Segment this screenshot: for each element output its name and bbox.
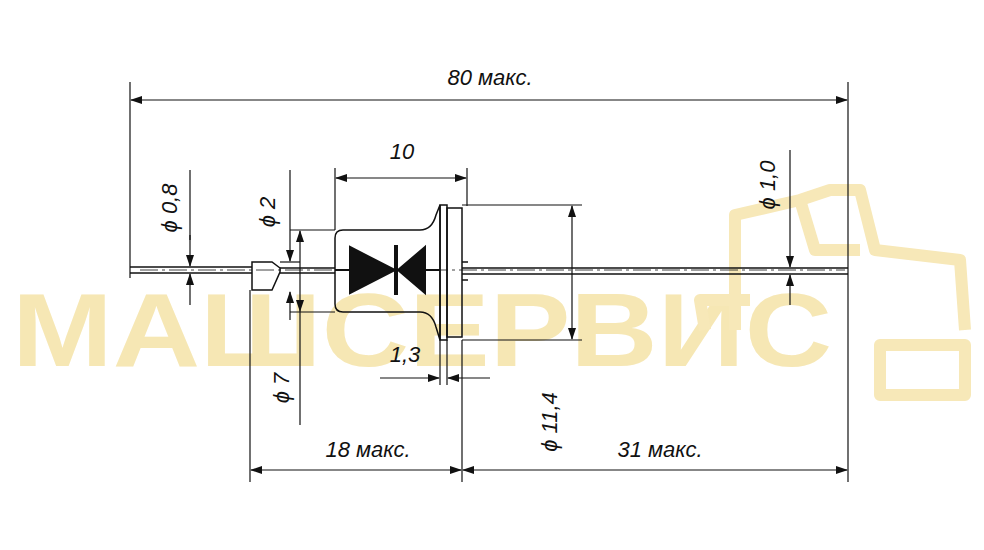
dimension-text: ϕ 7: [271, 373, 293, 404]
dimension-text: ϕ 2: [257, 197, 279, 228]
dimension-text: ϕ 1,0: [757, 161, 779, 210]
dimension-text: 18 макс.: [325, 439, 410, 461]
dimension-text: 1,3: [390, 344, 421, 366]
dimension-text: 10: [390, 141, 414, 163]
dimension-text: 80 макс.: [447, 67, 532, 89]
dimension-text: 31 макс.: [617, 439, 702, 461]
dimension-text: ϕ 0,8: [159, 184, 181, 233]
dimension-text: ϕ 11,4: [539, 392, 561, 452]
watermark-text: МАШСЕРВИС: [12, 278, 832, 382]
